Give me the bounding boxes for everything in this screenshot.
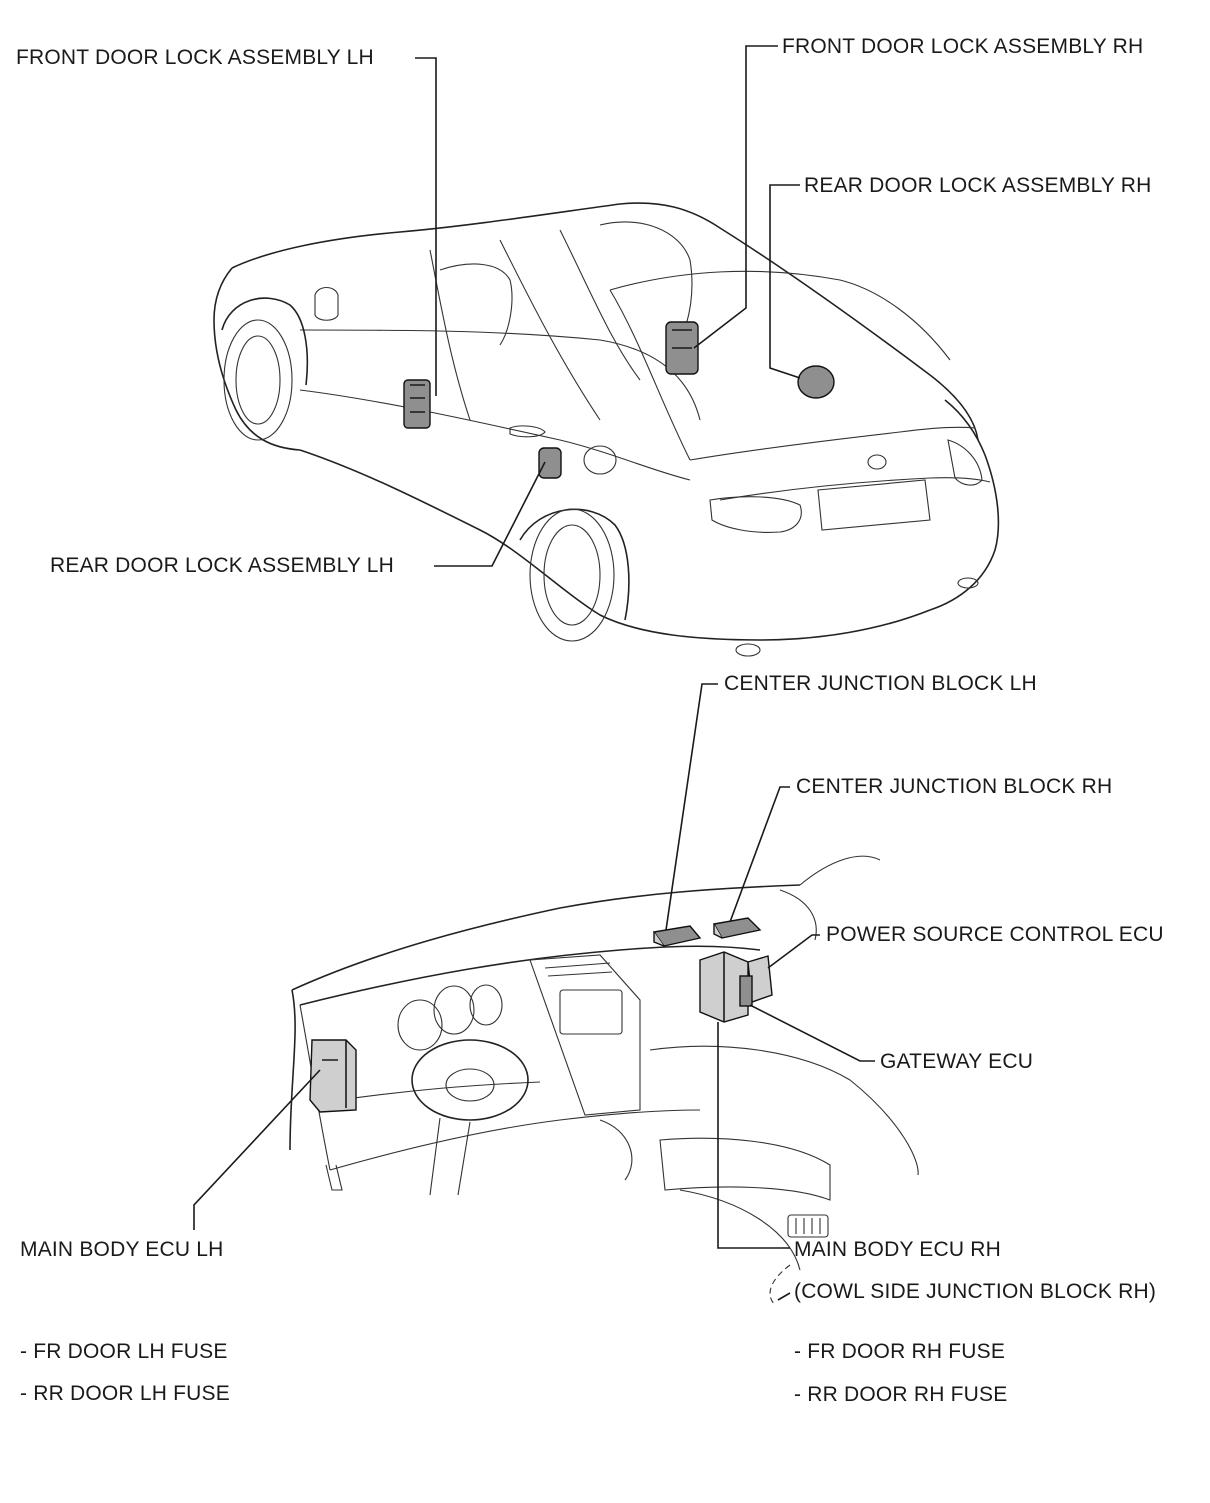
leader-front-door-lh (415, 57, 437, 396)
leader-cowl-side-jb-rh (777, 1292, 791, 1301)
fuse-fr-door-lh: - FR DOOR LH FUSE (20, 1340, 228, 1363)
gateway-ecu-part (739, 975, 753, 1007)
leader-main-body-ecu-lh (193, 1069, 321, 1230)
front-door-lock-rh-part (665, 321, 699, 375)
label-front-door-lock-lh: FRONT DOOR LOCK ASSEMBLY LH (16, 46, 374, 69)
label-cowl-side-junction-block-rh: (COWL SIDE JUNCTION BLOCK RH) (794, 1280, 1157, 1303)
label-main-body-ecu-lh: MAIN BODY ECU LH (20, 1238, 224, 1261)
vehicle-illustration (213, 202, 1000, 657)
front-door-lock-lh-part (403, 379, 431, 429)
rear-door-lock-lh-part (538, 447, 562, 479)
leader-power-source-ecu (767, 934, 820, 969)
center-jb-rh-part (712, 917, 762, 939)
fuse-rr-door-lh: - RR DOOR LH FUSE (20, 1382, 230, 1405)
leader-center-jb-rh (729, 786, 790, 923)
label-gateway-ecu: GATEWAY ECU (880, 1050, 1034, 1073)
rear-door-lock-rh-part (797, 365, 835, 399)
leader-gateway-ecu (749, 1004, 875, 1062)
label-power-source-control-ecu: POWER SOURCE CONTROL ECU (826, 923, 1164, 946)
leader-rear-door-lh (434, 461, 546, 567)
fuse-rr-door-rh: - RR DOOR RH FUSE (794, 1383, 1008, 1406)
label-center-junction-block-lh: CENTER JUNCTION BLOCK LH (724, 672, 1037, 695)
fuse-fr-door-rh: - FR DOOR RH FUSE (794, 1340, 1006, 1363)
label-rear-door-lock-rh: REAR DOOR LOCK ASSEMBLY RH (804, 174, 1152, 197)
leader-main-body-ecu-rh (717, 1022, 790, 1249)
center-jb-lh-part (652, 925, 702, 947)
leader-rear-door-rh (769, 184, 801, 379)
label-front-door-lock-rh: FRONT DOOR LOCK ASSEMBLY RH (782, 35, 1144, 58)
label-rear-door-lock-lh: REAR DOOR LOCK ASSEMBLY LH (50, 554, 395, 577)
label-main-body-ecu-rh: MAIN BODY ECU RH (794, 1238, 1002, 1261)
leader-front-door-rh (693, 45, 778, 349)
label-center-junction-block-rh: CENTER JUNCTION BLOCK RH (796, 775, 1113, 798)
dashboard-illustration (289, 855, 919, 1306)
main-body-ecu-rh-part (699, 951, 749, 1023)
main-body-ecu-lh-part (309, 1039, 357, 1113)
leader-center-jb-lh (665, 683, 718, 931)
